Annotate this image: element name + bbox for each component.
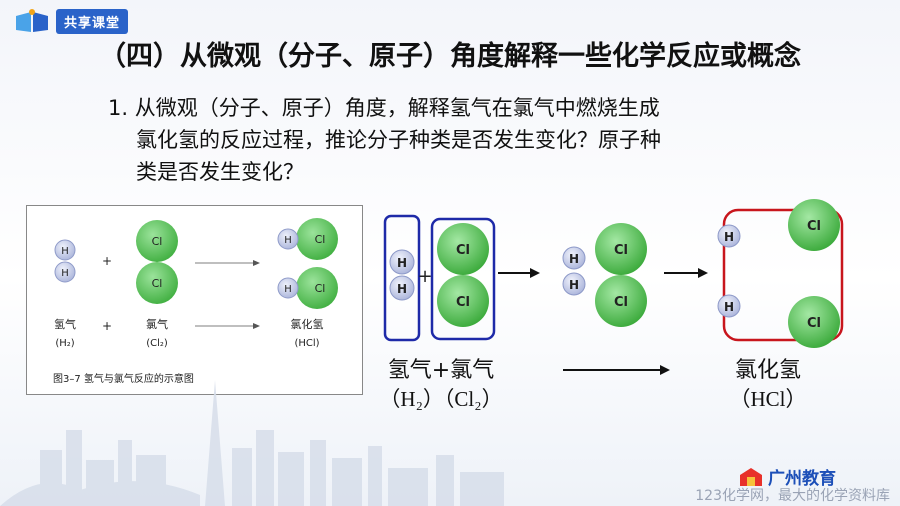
- fig-h-atom-label: H: [61, 268, 69, 279]
- h-atom-label: H: [569, 252, 579, 266]
- product-label: 氯化氢: [735, 358, 801, 383]
- textbook-figure-svg: H H + Cl Cl Cl H Cl H 氢气 (H₂) + 氯气 (Cl₂): [53, 218, 338, 385]
- cl2-box: [430, 217, 496, 341]
- fig-cl-atom-label: Cl: [315, 282, 326, 295]
- fig-plus: +: [102, 254, 112, 268]
- question-line-2: 氯化氢的反应过程，推论分子种类是否发生变化？原子种: [136, 128, 661, 152]
- header-badge: 共享课堂: [56, 8, 129, 34]
- footer-brand-text: 广州教育: [768, 469, 836, 489]
- separated-atoms: H H Cl Cl: [562, 223, 647, 327]
- city-skyline-decoration: [0, 380, 504, 506]
- cl-atom-label: Cl: [456, 243, 470, 258]
- header-logo: 共享课堂: [14, 8, 129, 34]
- cl2-molecule: Cl Cl: [437, 223, 489, 327]
- hcl-molecules: Cl H Cl H: [717, 199, 840, 348]
- h-atom-label: H: [724, 300, 734, 314]
- fig-h2-molecule: H H: [54, 239, 76, 283]
- fig-label-h2: 氢气: [54, 317, 76, 331]
- cl-atom-label: Cl: [456, 295, 470, 310]
- question-text: 1. 从微观（分子、原子）角度，解释氢气在氯气中燃烧生成 氯化氢的反应过程，推论…: [108, 92, 808, 188]
- h-atom-label: H: [569, 278, 579, 292]
- h2-box: [383, 214, 421, 342]
- fig-plus: +: [102, 319, 112, 333]
- fig-cl2-molecule: Cl Cl: [136, 220, 178, 304]
- reactants-formula: （H₂）（Cl₂）: [379, 387, 502, 411]
- fig-h-atom-label: H: [284, 284, 292, 295]
- fig-cl-atom-label: Cl: [152, 277, 163, 290]
- product-formula: （HCl）: [729, 387, 806, 411]
- fig-label-cl2: 氯气: [146, 317, 168, 331]
- page-title: （四）从微观（分子、原子）角度解释一些化学反应或概念: [99, 41, 801, 72]
- fig-formula-cl2: (Cl₂): [146, 338, 168, 349]
- cl-atom-label: Cl: [807, 219, 821, 234]
- fig-label-hcl: 氯化氢: [291, 317, 324, 331]
- h-atom-label: H: [724, 230, 734, 244]
- fig-formula-hcl: (HCl): [294, 338, 319, 349]
- h2-molecule: H H: [389, 249, 415, 301]
- fig-h-atom-label: H: [284, 235, 292, 246]
- book-icon: [16, 9, 48, 32]
- h-atom-label: H: [397, 282, 407, 296]
- fig-cl-atom-label: Cl: [315, 233, 326, 246]
- watermark-text: 123化学网，最大的化学资料库: [695, 488, 890, 504]
- fig-h-atom-label: H: [61, 246, 69, 257]
- brand-icon: [740, 467, 762, 486]
- fig-cl-atom-label: Cl: [152, 235, 163, 248]
- plus-sign: +: [417, 266, 432, 287]
- fig-formula-h2: (H₂): [55, 338, 74, 349]
- fig-caption: 图3–7 氢气与氯气反应的示意图: [53, 372, 194, 385]
- textbook-figure: H H + Cl Cl Cl H Cl H 氢气 (H₂) + 氯气 (Cl₂): [26, 205, 363, 395]
- h-atom-label: H: [397, 256, 407, 270]
- cl-atom-label: Cl: [614, 243, 628, 258]
- reactants-label: 氢气+氯气: [388, 358, 494, 383]
- cl-atom-label: Cl: [614, 295, 628, 310]
- question-line-1: 1. 从微观（分子、原子）角度，解释氢气在氯气中燃烧生成: [108, 96, 660, 120]
- fig-hcl-molecules: Cl H Cl H: [277, 218, 338, 309]
- question-line-3: 类是否发生变化？: [136, 160, 304, 184]
- hcl-box: [722, 208, 844, 342]
- cl-atom-label: Cl: [807, 316, 821, 331]
- footer-brand: 广州教育: [738, 464, 836, 489]
